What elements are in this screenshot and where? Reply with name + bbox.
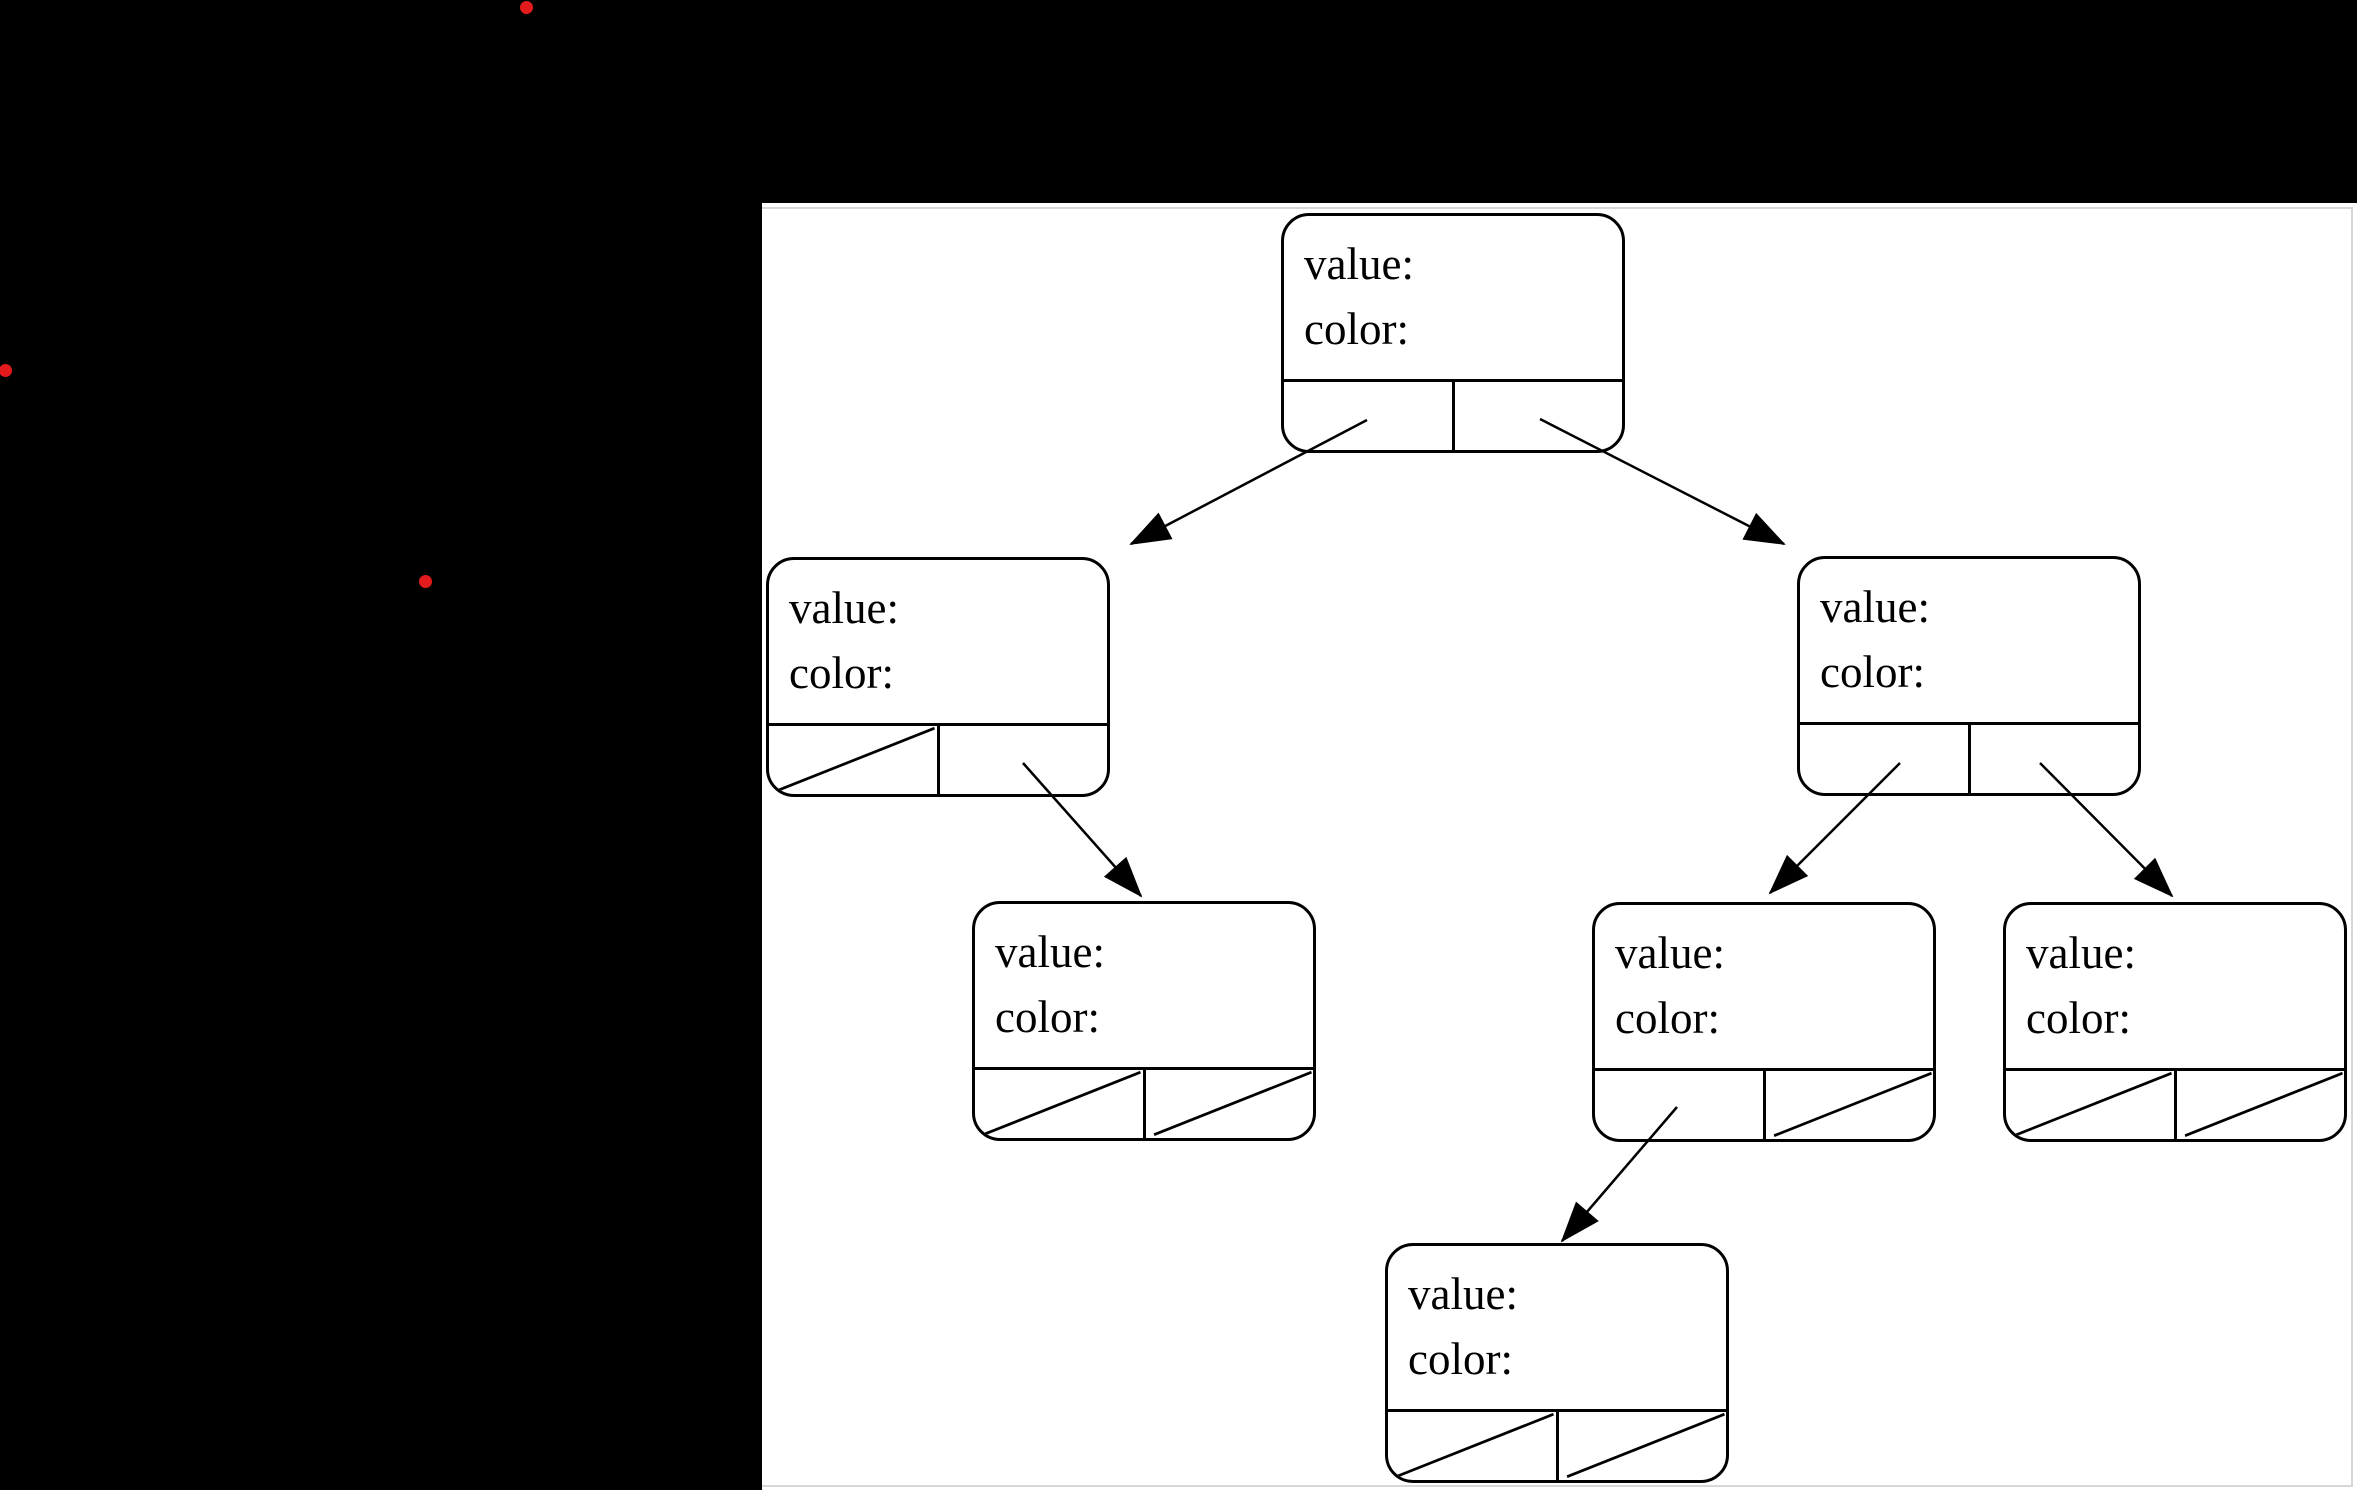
right-pointer-cell: [1451, 382, 1623, 450]
pointer-cells: [975, 1067, 1313, 1138]
pointer-cells: [2006, 1068, 2344, 1139]
node-field-labels: value: color:: [769, 560, 1107, 723]
node-color-label: color:: [1408, 1334, 1513, 1384]
node-field-labels: value: color:: [1388, 1246, 1726, 1409]
pointer-cells: [1284, 379, 1622, 450]
null-pointer-icon: [1773, 1071, 1932, 1137]
tree-node-right-child: value: color:: [1797, 556, 2141, 796]
left-pointer-cell: [1800, 725, 1968, 793]
null-pointer-icon: [1566, 1412, 1725, 1478]
node-value-label: value:: [995, 927, 1105, 977]
right-pointer-cell: [1142, 1070, 1314, 1138]
right-pointer-cell: [936, 726, 1108, 794]
node-value-label: value:: [2026, 928, 2136, 978]
tree-node-right-right-grandchild: value: color:: [2003, 902, 2347, 1142]
left-pointer-cell: [769, 726, 937, 794]
node-value-label: value:: [1615, 928, 1725, 978]
null-pointer-icon: [1395, 1412, 1554, 1478]
node-field-labels: value: color:: [1800, 559, 2138, 722]
right-pointer-cell: [1967, 725, 2139, 793]
left-pointer-cell: [1284, 382, 1452, 450]
tree-node-right-left-grandchild: value: color:: [1592, 902, 1936, 1142]
null-pointer-icon: [982, 1070, 1141, 1136]
pointer-cells: [1595, 1068, 1933, 1139]
null-pointer-icon: [776, 726, 935, 792]
left-pointer-cell: [2006, 1071, 2174, 1139]
tree-node-root: value: color:: [1281, 213, 1625, 453]
null-pointer-icon: [2013, 1071, 2172, 1137]
node-color-label: color:: [995, 992, 1100, 1042]
red-dot-marker-3: [419, 575, 432, 588]
red-dot-marker-1: [520, 1, 533, 14]
node-value-label: value:: [789, 583, 899, 633]
node-color-label: color:: [789, 648, 894, 698]
right-pointer-cell: [2173, 1071, 2345, 1139]
node-color-label: color:: [2026, 993, 2131, 1043]
node-field-labels: value: color:: [1284, 216, 1622, 379]
right-pointer-cell: [1555, 1412, 1727, 1480]
left-pointer-cell: [1595, 1071, 1763, 1139]
node-field-labels: value: color:: [1595, 905, 1933, 1068]
tree-node-left-right-grandchild: value: color:: [972, 901, 1316, 1141]
node-value-label: value:: [1408, 1269, 1518, 1319]
tree-node-bottom: value: color:: [1385, 1243, 1729, 1483]
left-pointer-cell: [1388, 1412, 1556, 1480]
node-color-label: color:: [1304, 304, 1409, 354]
pointer-cells: [1800, 722, 2138, 793]
node-color-label: color:: [1820, 647, 1925, 697]
null-pointer-icon: [2184, 1071, 2343, 1137]
node-value-label: value:: [1820, 582, 1930, 632]
tree-node-left-child: value: color:: [766, 557, 1110, 797]
node-color-label: color:: [1615, 993, 1720, 1043]
pointer-cells: [769, 723, 1107, 794]
node-value-label: value:: [1304, 239, 1414, 289]
right-pointer-cell: [1762, 1071, 1934, 1139]
pointer-cells: [1388, 1409, 1726, 1480]
null-pointer-icon: [1153, 1070, 1312, 1136]
node-field-labels: value: color:: [975, 904, 1313, 1067]
red-dot-marker-2: [0, 364, 12, 377]
left-pointer-cell: [975, 1070, 1143, 1138]
node-field-labels: value: color:: [2006, 905, 2344, 1068]
